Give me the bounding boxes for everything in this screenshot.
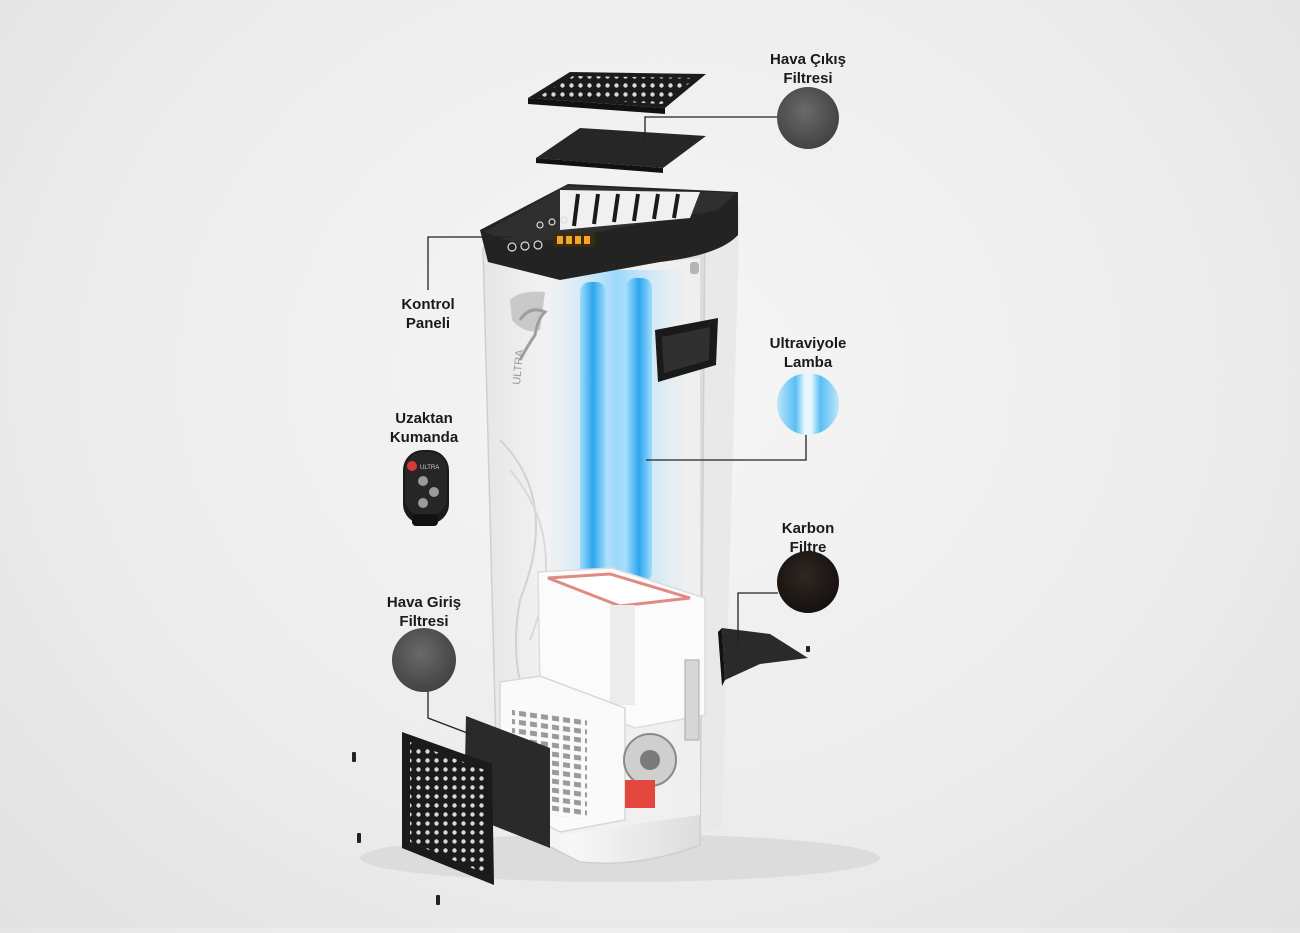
inlet-grille-holes (410, 742, 486, 874)
control-buttons (507, 216, 568, 252)
leader-outlet-filter (644, 116, 778, 148)
outlet-filter-swatch (777, 87, 839, 149)
top-grille-slats (572, 193, 680, 227)
fan-motor-hub (640, 750, 660, 770)
lamp-base-top (547, 572, 691, 608)
carbon-filter-tray (722, 628, 808, 680)
leader-inlet-filter (427, 690, 471, 735)
inlet-filter-swatch (392, 628, 456, 692)
leader-lines (427, 116, 807, 735)
label-control-panel: Kontrol Paneli (368, 295, 488, 333)
label-carbon-filter-line-1: Karbon (781, 520, 835, 537)
outlet-filter-pad-edge (536, 158, 663, 173)
display-digits (557, 236, 590, 244)
carbon-filter-tray-side (718, 628, 725, 686)
leader-carbon-filter (737, 592, 778, 645)
motor-red-part (625, 780, 655, 808)
carbon-filter-swatch (777, 551, 839, 613)
label-air-outlet-filter: Hava Çıkış Filtresi (748, 50, 868, 88)
uv-lamp-swatch (777, 373, 839, 435)
label-control-panel-line-1: Kontrol (401, 296, 455, 313)
lamp-base-vent (610, 605, 635, 705)
leader-control-panel (427, 236, 513, 290)
logo-bird (518, 308, 548, 361)
label-remote-control-line-2: Kumanda (389, 429, 459, 446)
label-air-inlet-filter: Hava Giriş Filtresi (364, 593, 484, 631)
label-air-outlet-filter-line-2: Filtresi (783, 70, 833, 87)
label-control-panel-line-2: Paneli (405, 315, 451, 332)
svg-text:ULTRA: ULTRA (420, 465, 439, 471)
uv-lamp-tube-2 (626, 278, 652, 582)
label-remote-control: Uzaktan Kumanda (364, 409, 484, 447)
outlet-filter-pad (536, 128, 706, 168)
outlet-grille-edge (528, 98, 665, 114)
label-uv-lamp: Ultraviyole Lamba (748, 334, 868, 372)
leader-uv-lamp (646, 433, 807, 461)
remote-control: ULTRA (403, 450, 449, 526)
side-handle-inner (662, 327, 710, 373)
mount-bracket (684, 659, 700, 741)
label-carbon-filter: Karbon Filtre (748, 519, 868, 557)
loose-screws (352, 646, 810, 905)
uv-glow (548, 270, 688, 590)
label-air-inlet-filter-line-2: Filtresi (399, 613, 449, 630)
decor-swirl-2 (509, 469, 547, 641)
label-uv-lamp-line-1: Ultraviyole (769, 335, 847, 352)
logo-text: ULTRA (511, 348, 526, 385)
outlet-grille-holes (538, 76, 696, 104)
label-air-outlet-filter-line-1: Hava Çıkış (770, 51, 846, 68)
sensor-knob (690, 262, 699, 274)
label-carbon-filter-line-2: Filtre (789, 539, 827, 556)
label-air-inlet-filter-line-1: Hava Giriş (386, 594, 462, 611)
uv-lamp-tube-1 (580, 282, 606, 582)
label-uv-lamp-line-2: Lamba (783, 354, 833, 371)
label-remote-control-line-1: Uzaktan (395, 410, 453, 427)
